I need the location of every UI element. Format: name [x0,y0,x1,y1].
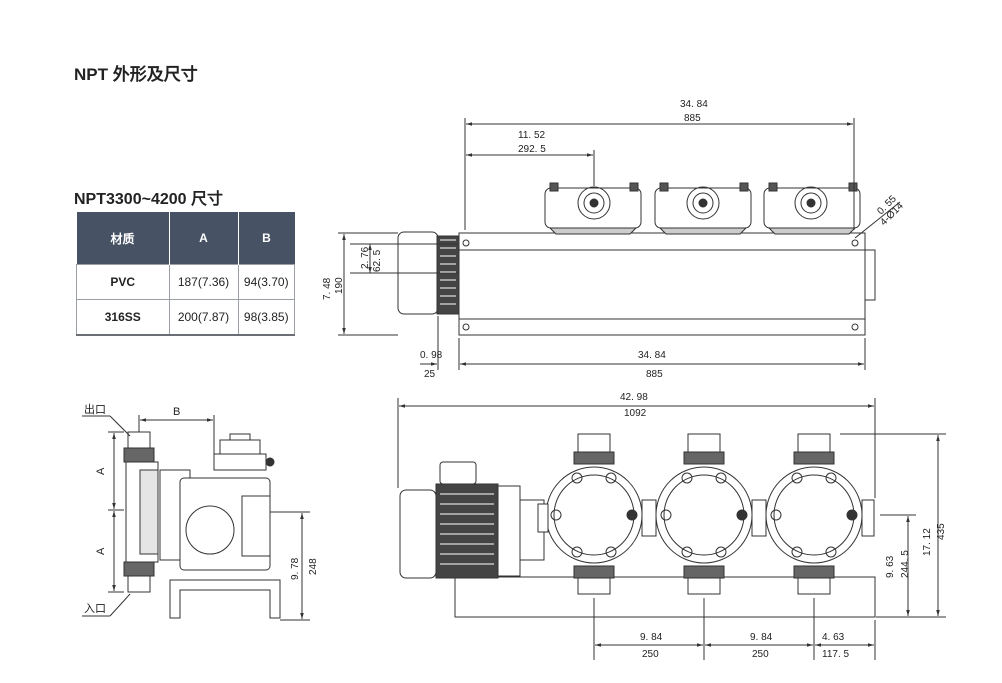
dim-top-overall-in: 34. 84 [680,99,708,110]
dim-front-h-mm: 244. 5 [900,550,911,578]
header-a: A [168,212,238,265]
header-b: B [237,212,295,265]
dim-head-offset-mm: 292. 5 [518,144,546,155]
dim-front-h-in: 9. 63 [885,555,896,578]
dim-height-mm: 190 [334,277,345,294]
outlet-label: 出口 [84,402,106,416]
table-caption: NPT3300~4200 尺寸 [74,191,223,208]
dim-motor-offset-mm: 25 [424,369,436,380]
dim-base-in: 34. 84 [638,350,666,361]
front-head-1 [545,433,643,595]
inlet-label: 入口 [84,603,106,615]
dim-front-overall-mm: 1092 [624,408,647,419]
side-view [82,415,310,621]
dim-side-h-in: 9. 78 [290,557,301,580]
dim-small-in: 2. 76 [360,246,371,269]
cell-material: 316SS [76,299,170,336]
front-head-2 [655,433,753,595]
cell-b: 94(3.70) [237,264,295,300]
table-row: PVC 187(7.36) 94(3.70) [76,264,295,300]
dim-b-label: B [173,406,180,418]
top-view [338,118,901,370]
cell-a: 187(7.36) [168,264,239,300]
front-view [397,398,946,660]
dim-pitch1-mm: 250 [642,649,659,660]
dim-pitch1-in: 9. 84 [640,632,663,643]
dim-front-total-in: 17. 12 [922,528,933,556]
pump-body-top [458,232,866,336]
dim-a1-label: A [95,467,107,475]
dim-end-in: 4. 63 [822,632,845,643]
dimensions-table: 材质 A B PVC 187(7.36) 94(3.70) 316SS 200(… [76,212,295,336]
dim-small-mm: 62. 5 [372,249,383,272]
motor-front [435,483,499,579]
dim-pitch2-in: 9. 84 [750,632,773,643]
dim-side-h-mm: 248 [308,558,319,575]
header-material: 材质 [76,212,169,265]
cell-b: 98(3.85) [237,299,295,336]
pump-head-3 [763,182,861,235]
pump-head-2 [654,182,752,235]
dim-motor-offset-in: 0. 98 [420,350,443,361]
table-row: 316SS 200(7.87) 98(3.85) [76,299,295,336]
table-header-row: 材质 A B [76,212,295,265]
cell-a: 200(7.87) [168,299,239,336]
front-view-labels: 42. 98 1092 9. 63 244. 5 17. 12 435 9. 8… [620,392,947,660]
dim-front-overall-in: 42. 98 [620,392,648,403]
side-view-labels: 出口 入口 B A A 9. 78 248 [84,402,319,615]
dim-height-in: 7. 48 [322,277,333,300]
dim-base-mm: 885 [646,369,663,380]
dim-a2-label: A [95,547,107,555]
dim-end-mm: 117. 5 [822,649,849,660]
dim-head-offset-in: 11. 52 [518,130,545,141]
pump-head-1 [544,182,642,235]
dim-pitch2-mm: 250 [752,649,769,660]
dim-top-overall-mm: 885 [684,113,701,124]
dim-front-total-mm: 435 [936,523,947,540]
page-title: NPT 外形及尺寸 [74,65,198,84]
front-head-3 [765,433,863,595]
